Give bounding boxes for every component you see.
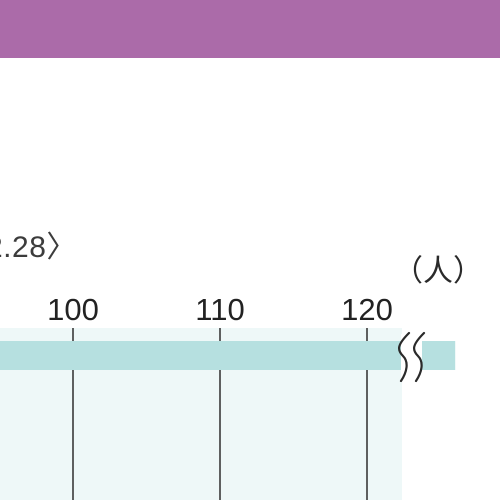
bar-0 xyxy=(0,341,456,370)
date-note: 2.28〉 xyxy=(0,231,77,264)
axis-break-wave-1 xyxy=(412,331,426,383)
unit-label: （人） xyxy=(393,255,483,288)
x-tick-label: 120 xyxy=(341,292,393,327)
axis-break-mark xyxy=(397,331,426,383)
x-tick-label: 100 xyxy=(47,292,99,327)
x-tick-labels: 100 110 120 xyxy=(47,292,393,327)
x-tick-label: 110 xyxy=(195,292,244,327)
bars xyxy=(0,341,456,370)
axis-break-wave-0 xyxy=(397,331,411,383)
title-banner xyxy=(0,0,500,58)
